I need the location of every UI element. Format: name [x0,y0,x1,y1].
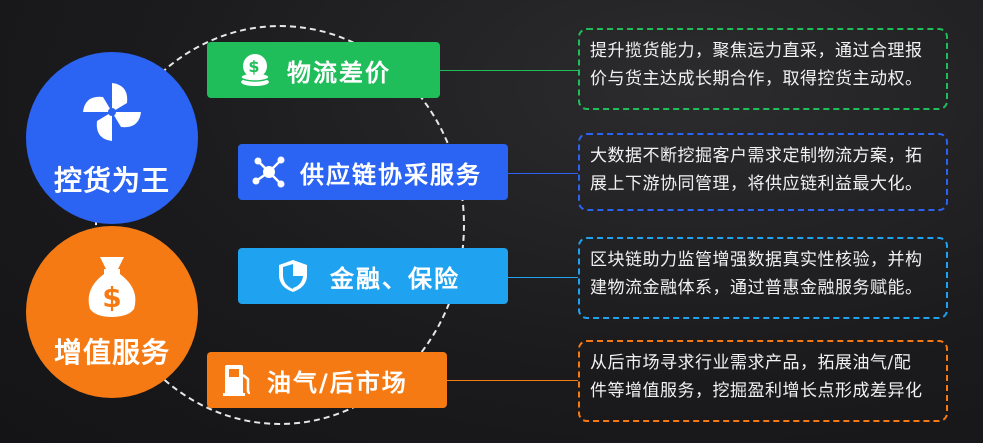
dashed-orbit [95,25,465,425]
connector-line [447,380,578,381]
value-added-circle: $ 增值服务 [26,226,198,398]
description-line: 件等增值服务，挖掘盈利增长点形成差异化 [590,381,923,401]
logistics-margin-description: 提升揽货能力，聚焦运力直采，通过合理报 价与货主达成长期合作，取得控货主动权。 [578,28,948,110]
description-line: 从后市场寻求行业需求产品，拓展油气/配 [590,353,912,373]
finance-insurance-pill: 金融、保险 [238,248,508,304]
pill-title: 金融、保险 [330,264,460,293]
fuel-aftermarket-pill: 油气/后市场 [207,352,447,408]
fuel-pump-icon [223,363,253,397]
pill-title: 物流差价 [287,58,391,87]
logistics-margin-pill: $ 物流差价 [207,42,440,98]
fuel-aftermarket-description: 从后市场寻求行业需求产品，拓展油气/配 件等增值服务，挖掘盈利增长点形成差异化 [578,340,948,422]
description-line: 价与货主达成长期合作，取得控货主动权。 [590,69,923,89]
description-line: 建物流金融体系，通过普惠金融服务赋能。 [590,278,923,298]
svg-text:$: $ [248,57,261,76]
finance-insurance-description: 区块链助力监管增强数据真实性核验，并构 建物流金融体系，通过普惠金融服务赋能。 [578,237,948,319]
circle-label: 增值服务 [53,336,170,369]
supply-chain-description: 大数据不断挖掘客户需求定制物流方案，拓 展上下游协同管理，将供应链利益最大化。 [578,133,948,211]
network-icon [252,155,286,189]
description-line: 展上下游协同管理，将供应链利益最大化。 [590,174,923,194]
pill-title: 油气/后市场 [267,368,408,397]
pill-title: 供应链协采服务 [300,160,482,189]
connector-line [508,173,578,174]
description-line: 提升揽货能力，聚焦运力直采，通过合理报 [590,41,923,61]
coins-icon: $ [237,53,273,87]
control-goods-circle: 控货为王 [26,52,198,224]
connector-line [440,70,578,71]
money-bag-icon: $ [82,253,142,323]
svg-text:$: $ [102,281,121,314]
shield-icon [278,259,308,293]
pinwheel-icon [77,77,147,151]
description-line: 区块链助力监管增强数据真实性核验，并构 [590,250,923,270]
connector-line [508,277,578,278]
circle-label: 控货为王 [53,164,170,197]
description-line: 大数据不断挖掘客户需求定制物流方案，拓 [590,146,923,166]
supply-chain-pill: 供应链协采服务 [238,144,508,200]
